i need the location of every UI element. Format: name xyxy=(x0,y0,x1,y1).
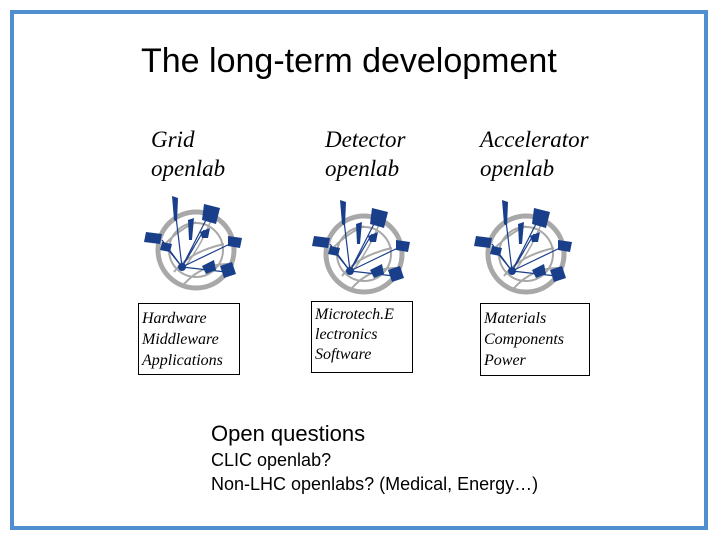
open-questions-heading: Open questions xyxy=(211,421,366,446)
list-item: Middleware xyxy=(142,331,219,348)
column-heading-line1: Detector xyxy=(325,127,406,152)
slide-title: The long-term development xyxy=(141,42,557,80)
list-item: Components xyxy=(484,331,564,348)
openlab-logo-icon xyxy=(312,200,410,295)
open-question-line: Non-LHC openlabs? (Medical, Energy…) xyxy=(211,474,539,494)
column-heading-line1: Grid xyxy=(151,127,195,152)
item-list-accelerator: Materials Components Power xyxy=(480,303,590,376)
list-item: Hardware xyxy=(142,310,207,327)
column-heading-line1: Accelerator xyxy=(480,127,589,152)
list-item: Applications xyxy=(142,352,223,369)
list-item: Software xyxy=(315,346,372,363)
column-heading-detector: Detector openlab xyxy=(325,125,405,183)
list-item: Materials xyxy=(484,310,547,327)
column-heading-accelerator: Accelerator openlab xyxy=(480,125,589,183)
item-list-detector: Microtech.E lectronics Software xyxy=(311,301,413,373)
openlab-logo-icon xyxy=(474,200,572,295)
column-heading-line2: openlab xyxy=(480,156,555,181)
list-item: Power xyxy=(484,352,526,369)
list-item: lectronics xyxy=(315,326,378,343)
list-item: Microtech.E xyxy=(315,306,394,323)
open-question-line: CLIC openlab? xyxy=(211,450,332,470)
column-heading-line2: openlab xyxy=(325,156,400,181)
column-heading-grid: Grid openlab xyxy=(151,125,225,183)
item-list-grid: Hardware Middleware Applications xyxy=(138,303,240,375)
slide-frame xyxy=(10,10,708,530)
openlab-logo-icon xyxy=(144,196,242,291)
column-heading-line2: openlab xyxy=(151,156,226,181)
